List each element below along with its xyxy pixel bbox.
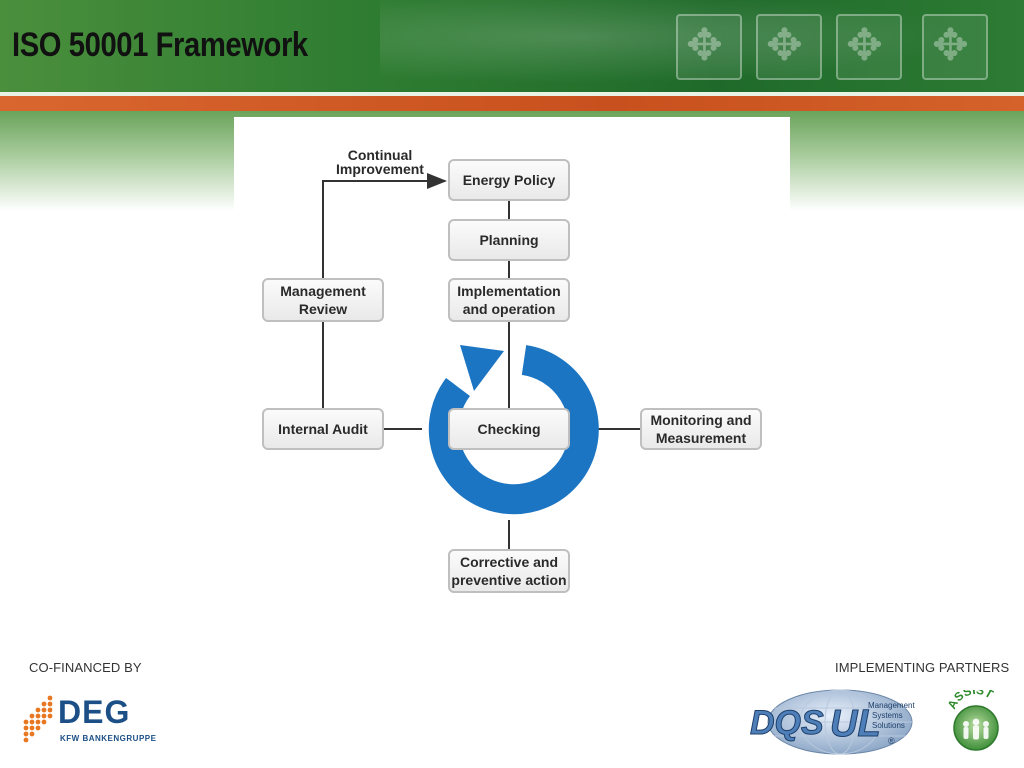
deg-logo: DEG KFW BANKENGRUPPE (22, 692, 162, 752)
iso-50001-diagram: Energy Policy Planning Implementation an… (234, 117, 790, 607)
energy-policy-box: Energy Policy (448, 159, 570, 201)
deg-dots-icon (23, 695, 53, 743)
co-financed-label: CO-FINANCED BY (29, 660, 142, 675)
continual-improvement-connector (322, 173, 447, 279)
deg-subtitle: KFW BANKENGRUPPE (60, 734, 157, 743)
world-map-background (380, 0, 1024, 92)
accent-stripe (0, 96, 1024, 111)
ul-caption-line3: Solutions (872, 721, 905, 730)
internal-audit-box: Internal Audit (262, 408, 384, 450)
dqs-wordmark: DQS (750, 704, 824, 742)
registered-mark: ® (888, 736, 895, 746)
continual-improvement-label: Continual Improvement (330, 148, 430, 176)
people-icon (963, 718, 989, 740)
monitoring-measurement-box: Monitoring and Measurement (640, 408, 762, 450)
management-review-label-line2: Review (298, 301, 348, 317)
energy-policy-label: Energy Policy (462, 172, 556, 188)
implementing-partners-label: IMPLEMENTING PARTNERS (835, 660, 1010, 675)
checking-box: Checking (448, 408, 570, 450)
pdca-cycle-arrow-icon (428, 345, 599, 515)
management-review-box: Management Review (262, 278, 384, 322)
corrective-label-line1: Corrective and (459, 554, 559, 570)
cycle-arrowhead-icon (460, 345, 504, 391)
header-banner: ✥ ✥ ✥ ✥ (0, 0, 1024, 92)
page-title: ISO 50001 Framework (12, 26, 308, 64)
planning-box: Planning (448, 219, 570, 261)
divider (0, 92, 1024, 96)
ul-caption-line2: Systems (872, 711, 903, 720)
ul-wordmark: UL (830, 703, 881, 745)
ornament-tile-icon: ✥ (676, 14, 742, 80)
deg-wordmark: DEG (58, 694, 131, 730)
management-review-label-line1: Management (280, 283, 366, 299)
continual-label-line1: Continual (347, 147, 413, 163)
monitoring-label-line2: Measurement (655, 430, 747, 446)
decorative-tiles: ✥ ✥ ✥ ✥ (672, 14, 1002, 86)
monitoring-label-line1: Monitoring and (650, 412, 752, 428)
planning-label: Planning (479, 232, 539, 248)
ornament-tile-icon: ✥ (922, 14, 988, 80)
implementation-label-line1: Implementation (457, 283, 561, 299)
implementation-label-line2: and operation (462, 301, 556, 317)
internal-audit-label: Internal Audit (278, 421, 368, 437)
assist-logo: ASSIST (946, 690, 999, 751)
ornament-tile-icon: ✥ (836, 14, 902, 80)
checking-label: Checking (477, 421, 541, 437)
diagram-connectors (322, 173, 640, 551)
ornament-tile-icon: ✥ (756, 14, 822, 80)
ul-caption-line1: Management (868, 701, 915, 710)
continual-label-line2: Improvement (336, 161, 424, 177)
implementation-box: Implementation and operation (448, 278, 570, 322)
corrective-label-line2: preventive action (451, 572, 567, 588)
corrective-action-box: Corrective and preventive action (448, 549, 570, 593)
dqs-ul-logo: DQS UL Management Systems Solutions ® (750, 689, 915, 755)
